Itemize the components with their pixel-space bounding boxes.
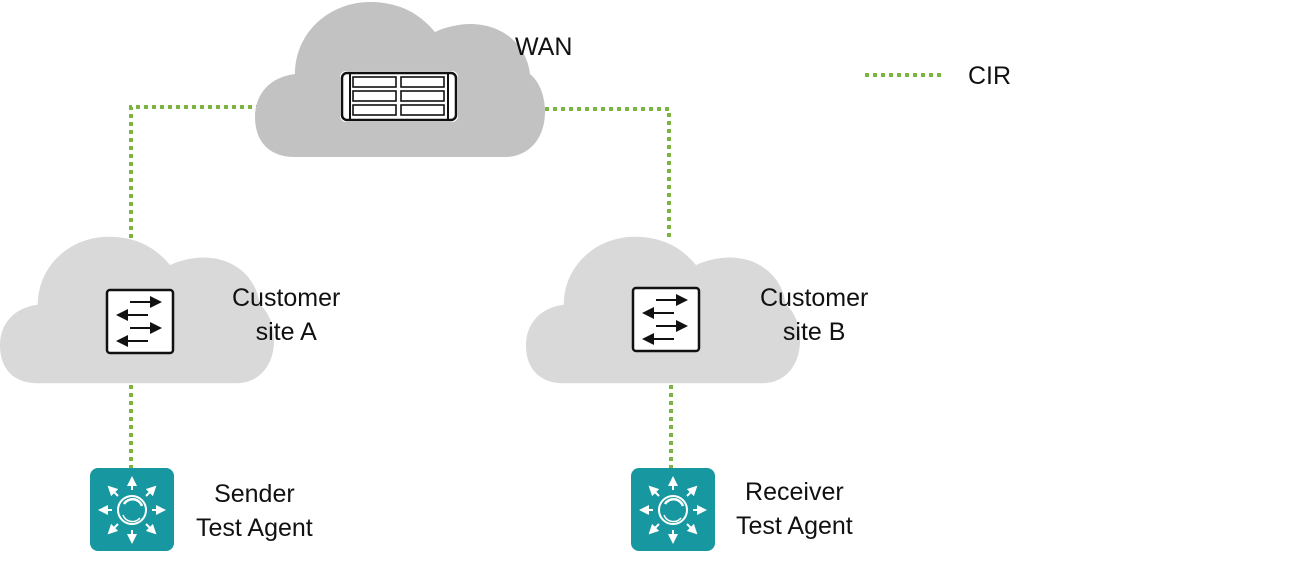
site-b-cloud[interactable] (526, 236, 800, 384)
receiver-label: Receiver Test Agent (736, 475, 853, 543)
site-a-label-line-1: Customer (232, 284, 341, 312)
receiver-test-agent-icon[interactable] (631, 468, 715, 551)
site-b-label: Customer site B (760, 281, 868, 349)
site-b-label-line-2: site B (782, 318, 846, 346)
receiver-label-line-2: Test Agent (736, 512, 853, 540)
site-a-label: Customer site A (232, 281, 340, 349)
links (129, 105, 673, 468)
wan-label: WAN (515, 33, 573, 61)
switch-icon (631, 286, 701, 353)
wan-cloud[interactable] (255, 2, 545, 157)
legend-cir-label: CIR (968, 62, 1012, 90)
sender-label-line-1: Sender (214, 480, 295, 508)
link-wan-site-a (129, 105, 260, 240)
site-b-label-line-1: Customer (760, 284, 869, 312)
router-chassis-icon (340, 71, 458, 122)
sender-test-agent-icon[interactable] (90, 468, 174, 551)
switch-icon (105, 288, 175, 355)
receiver-label-line-1: Receiver (745, 478, 844, 506)
link-wan-site-b (545, 107, 671, 240)
site-a-label-line-2: site A (255, 318, 317, 346)
sender-label: Sender Test Agent (196, 477, 313, 545)
site-a-cloud[interactable] (0, 236, 274, 384)
sender-label-line-2: Test Agent (196, 514, 313, 542)
